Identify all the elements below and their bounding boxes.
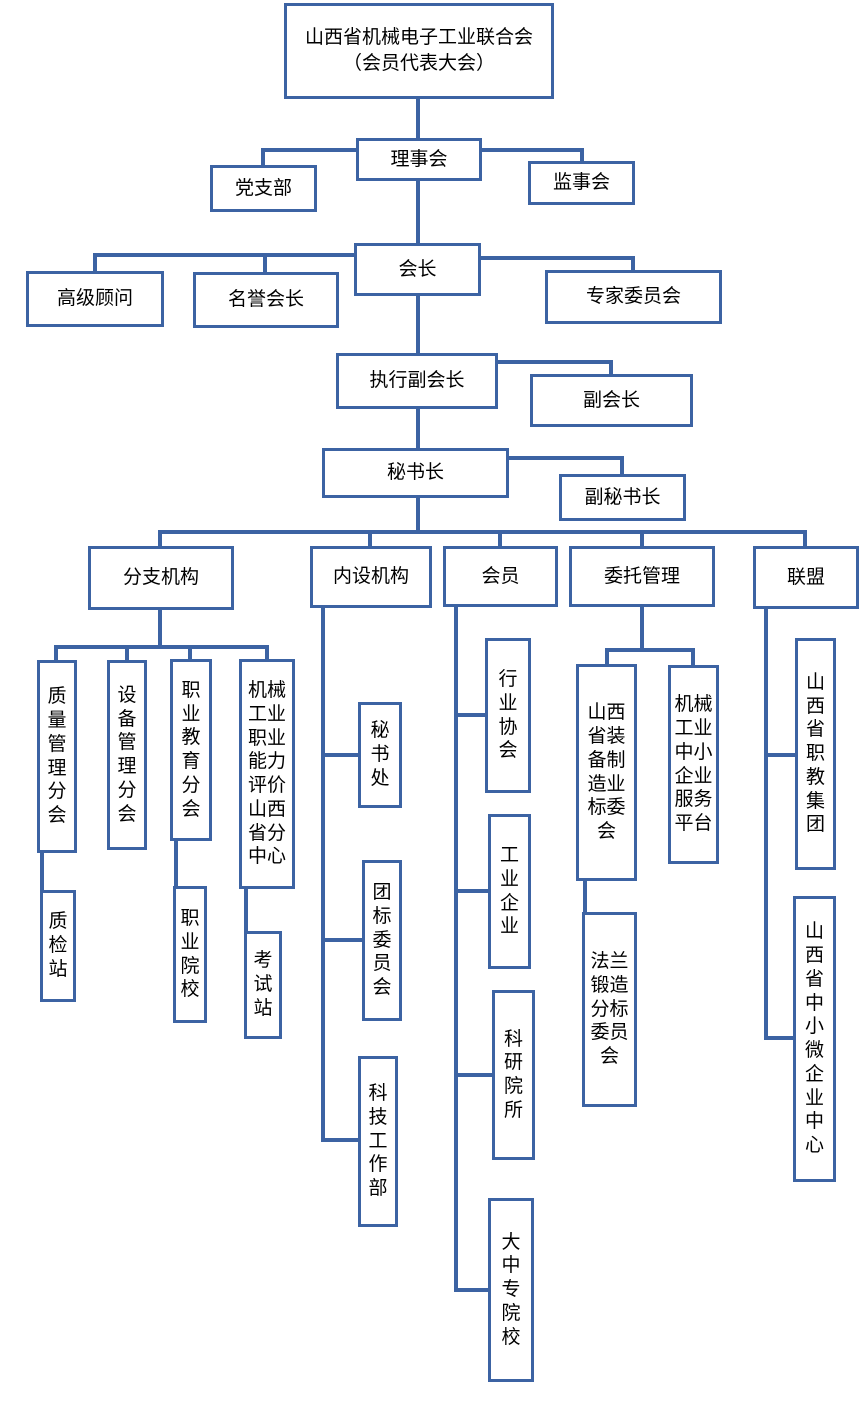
equip-std-node: 山西省装备制造业标委会: [576, 664, 637, 881]
alliance-label: 联盟: [786, 565, 825, 588]
entrusted-node: 委托管理: [569, 546, 715, 607]
branches-label: 分支机构: [122, 566, 199, 589]
research-inst-node: 科研院所: [492, 990, 535, 1160]
skills-center-node: 机械工业职业能力评价山西省分中心: [239, 659, 295, 889]
industrial-ent-node: 工业企业: [488, 814, 531, 969]
internal-label: 内设机构: [332, 565, 409, 588]
branches-node: 分支机构: [88, 546, 234, 610]
colleges-node: 大中专院校: [488, 1198, 534, 1382]
vocational-branch-node: 职业教育分会: [170, 659, 212, 841]
root-subtitle: （会员代表大会）: [342, 52, 495, 74]
party-branch-node: 党支部: [210, 165, 317, 212]
council-label: 理事会: [390, 147, 448, 170]
exec-vp-label: 执行副会长: [369, 369, 465, 392]
root-title: 山西省机械电子工业联合会: [304, 26, 533, 49]
members-node: 会员: [443, 546, 558, 607]
honorary-president-node: 名誉会长: [193, 272, 339, 328]
group-standards-label: 团标委员会: [372, 881, 392, 999]
industry-assoc-label: 行业协会: [498, 668, 518, 762]
vocational-school-node: 职业院校: [173, 886, 207, 1023]
quality-branch-label: 质量管理分会: [47, 685, 67, 826]
sme-platform-label: 机械工业中小企业服务平台: [674, 693, 713, 834]
tech-dept-label: 科技工作部: [368, 1082, 388, 1200]
president-label: 会长: [398, 257, 437, 280]
members-label: 会员: [481, 564, 520, 587]
vocational-school-label: 职业院校: [180, 907, 200, 1001]
industrial-ent-label: 工业企业: [499, 844, 519, 938]
secretariat-label: 秘书处: [370, 719, 390, 789]
vocational-branch-label: 职业教育分会: [181, 678, 201, 820]
industry-assoc-node: 行业协会: [485, 638, 531, 793]
secretariat-node: 秘书处: [358, 702, 402, 808]
sme-center-node: 山西省中小微企业中心: [793, 896, 836, 1182]
flange-std-label: 法兰锻造分标委员会: [590, 950, 629, 1068]
expert-committee-label: 专家委员会: [585, 285, 681, 308]
secretary-general-label: 秘书长: [386, 461, 444, 484]
exam-station-node: 考试站: [244, 931, 282, 1039]
research-inst-label: 科研院所: [503, 1027, 523, 1121]
exec-vp-node: 执行副会长: [336, 353, 498, 409]
qc-station-node: 质检站: [40, 890, 76, 1002]
root-node: 山西省机械电子工业联合会 （会员代表大会）: [284, 3, 554, 99]
entrusted-label: 委托管理: [603, 564, 680, 587]
equip-std-label: 山西省装备制造业标委会: [587, 701, 626, 842]
exam-station-label: 考试站: [253, 949, 273, 1019]
supervisory-label: 监事会: [552, 171, 610, 194]
sme-center-label: 山西省中小微企业中心: [804, 920, 824, 1156]
vp-label: 副会长: [582, 388, 640, 411]
quality-branch-node: 质量管理分会: [37, 660, 77, 853]
voc-edu-group-node: 山西省职教集团: [795, 638, 836, 870]
qc-station-label: 质检站: [48, 910, 68, 980]
vp-node: 副会长: [530, 374, 693, 427]
equipment-branch-label: 设备管理分会: [117, 683, 137, 825]
expert-committee-node: 专家委员会: [545, 270, 722, 324]
honorary-president-label: 名誉会长: [227, 288, 304, 311]
alliance-node: 联盟: [753, 546, 859, 609]
group-standards-node: 团标委员会: [362, 860, 402, 1021]
deputy-sg-label: 副秘书长: [584, 485, 661, 508]
secretary-general-node: 秘书长: [322, 448, 509, 498]
colleges-label: 大中专院校: [501, 1230, 521, 1348]
president-node: 会长: [354, 243, 481, 296]
council-node: 理事会: [356, 138, 482, 181]
deputy-sg-node: 副秘书长: [559, 474, 686, 521]
equipment-branch-node: 设备管理分会: [107, 660, 147, 850]
voc-edu-group-label: 山西省职教集团: [805, 670, 825, 836]
sme-platform-node: 机械工业中小企业服务平台: [668, 665, 719, 864]
tech-dept-node: 科技工作部: [358, 1056, 398, 1227]
flange-std-node: 法兰锻造分标委员会: [582, 912, 637, 1107]
senior-advisor-node: 高级顾问: [26, 271, 164, 327]
supervisory-node: 监事会: [528, 161, 635, 205]
skills-center-label: 机械工业职业能力评价山西省分中心: [247, 679, 286, 868]
internal-node: 内设机构: [310, 546, 432, 608]
senior-advisor-label: 高级顾问: [56, 287, 133, 310]
party-branch-label: 党支部: [234, 176, 292, 199]
